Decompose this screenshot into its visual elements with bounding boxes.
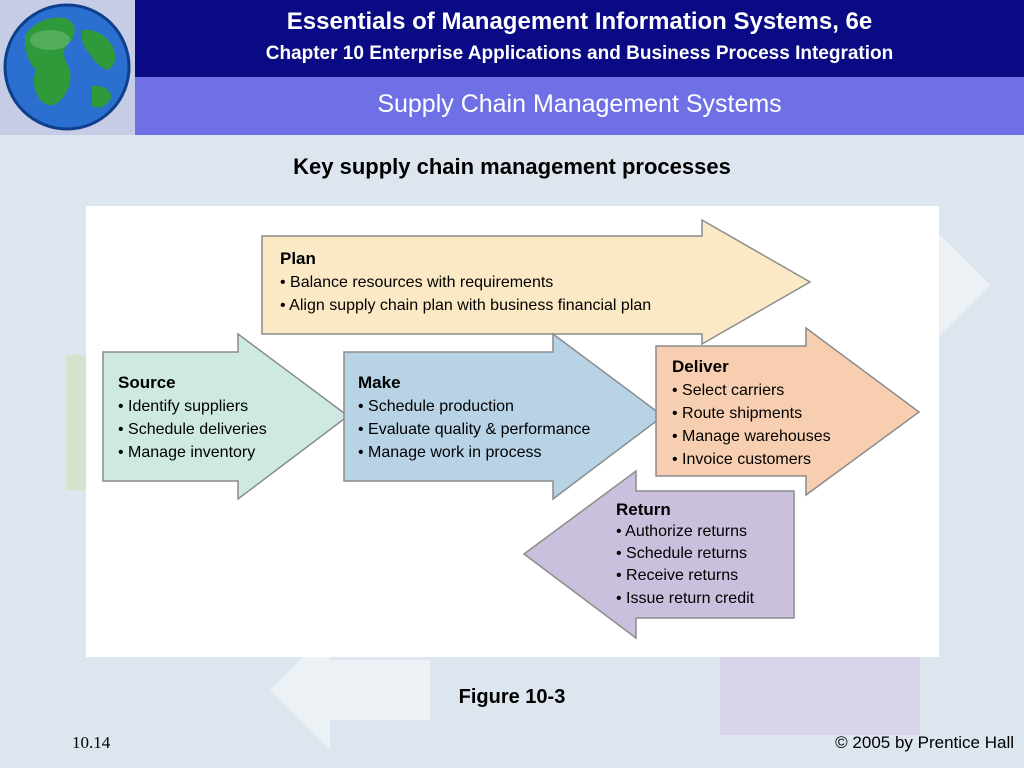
make-item: • Evaluate quality & performance: [358, 421, 590, 438]
section-bar: Supply Chain Management Systems: [135, 77, 1024, 135]
presentation-title: Essentials of Management Information Sys…: [286, 8, 873, 35]
deliver-item: • Route shipments: [672, 405, 802, 422]
slide-heading: Key supply chain management processes: [293, 154, 731, 179]
chapter-title: Chapter 10 Enterprise Applications and B…: [265, 43, 894, 64]
source-arrow: Source • Identify suppliers • Schedule d…: [102, 332, 350, 501]
deliver-arrow: Deliver • Select carriers • Route shipme…: [655, 326, 921, 497]
return-item: • Issue return credit: [616, 590, 755, 607]
make-title: Make: [358, 373, 401, 392]
plan-item: • Align supply chain plan with business …: [280, 297, 651, 314]
plan-item: • Balance resources with requirements: [280, 274, 553, 291]
return-title: Return: [616, 500, 671, 519]
supply-chain-diagram: Plan • Balance resources with requiremen…: [86, 206, 939, 657]
make-arrow: Make • Schedule production • Evaluate qu…: [343, 332, 665, 501]
plan-arrow-shape: [261, 218, 812, 346]
section-title: Supply Chain Management Systems: [377, 90, 782, 118]
deliver-item: • Manage warehouses: [672, 428, 831, 445]
source-arrow-shape: [102, 332, 350, 501]
return-item: • Schedule returns: [616, 545, 747, 562]
return-item: • Authorize returns: [616, 523, 747, 540]
return-item: • Receive returns: [616, 567, 738, 584]
source-item: • Identify suppliers: [118, 398, 248, 415]
source-item: • Manage inventory: [118, 444, 255, 461]
source-item: • Schedule deliveries: [118, 421, 267, 438]
make-item: • Schedule production: [358, 398, 514, 415]
return-arrow-shape: [522, 469, 795, 640]
deliver-title: Deliver: [672, 357, 729, 376]
header-bar: Essentials of Management Information Sys…: [135, 0, 1024, 77]
source-title: Source: [118, 373, 176, 392]
deliver-item: • Invoice customers: [672, 451, 811, 468]
plan-arrow: Plan • Balance resources with requiremen…: [261, 218, 812, 346]
plan-title: Plan: [280, 249, 316, 268]
make-item: • Manage work in process: [358, 444, 541, 461]
slide-number: 10.14: [72, 733, 111, 752]
globe-icon: [3, 3, 131, 131]
return-arrow: Return • Authorize returns • Schedule re…: [522, 469, 795, 640]
copyright-notice: © 2005 by Prentice Hall: [835, 733, 1014, 752]
make-arrow-shape: [343, 332, 665, 501]
figure-caption: Figure 10-3: [458, 686, 566, 708]
globe-logo: [0, 0, 135, 135]
deliver-item: • Select carriers: [672, 382, 784, 399]
deliver-arrow-shape: [655, 326, 921, 497]
